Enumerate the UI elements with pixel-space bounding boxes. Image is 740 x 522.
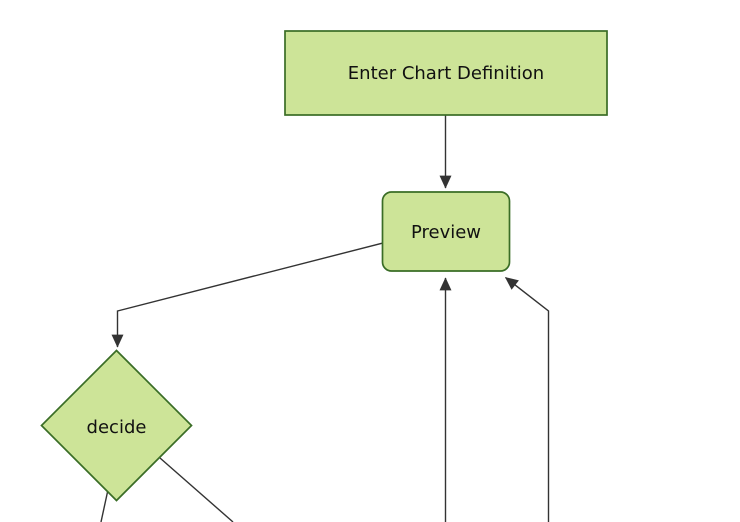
edge-offscreen-bottomright-to-preview xyxy=(504,276,550,522)
node-enter-chart-definition: Enter Chart Definition xyxy=(284,30,608,116)
edge-decide-to-offscreen-bottomright xyxy=(159,457,234,522)
edge-preview-to-decide xyxy=(111,242,384,348)
node-decide: decide xyxy=(40,349,193,502)
node-decide-label: decide xyxy=(87,417,147,438)
node-decide-shape xyxy=(40,349,193,502)
edge-decide-to-offscreen-bottomleft xyxy=(100,491,109,522)
node-enter-chart-definition-label: Enter Chart Definition xyxy=(348,63,544,84)
node-preview: Preview xyxy=(381,191,511,272)
node-enter-chart-definition-shape xyxy=(284,30,608,116)
edge-layer xyxy=(100,115,550,522)
node-preview-shape xyxy=(381,191,511,272)
node-preview-label: Preview xyxy=(411,222,481,243)
